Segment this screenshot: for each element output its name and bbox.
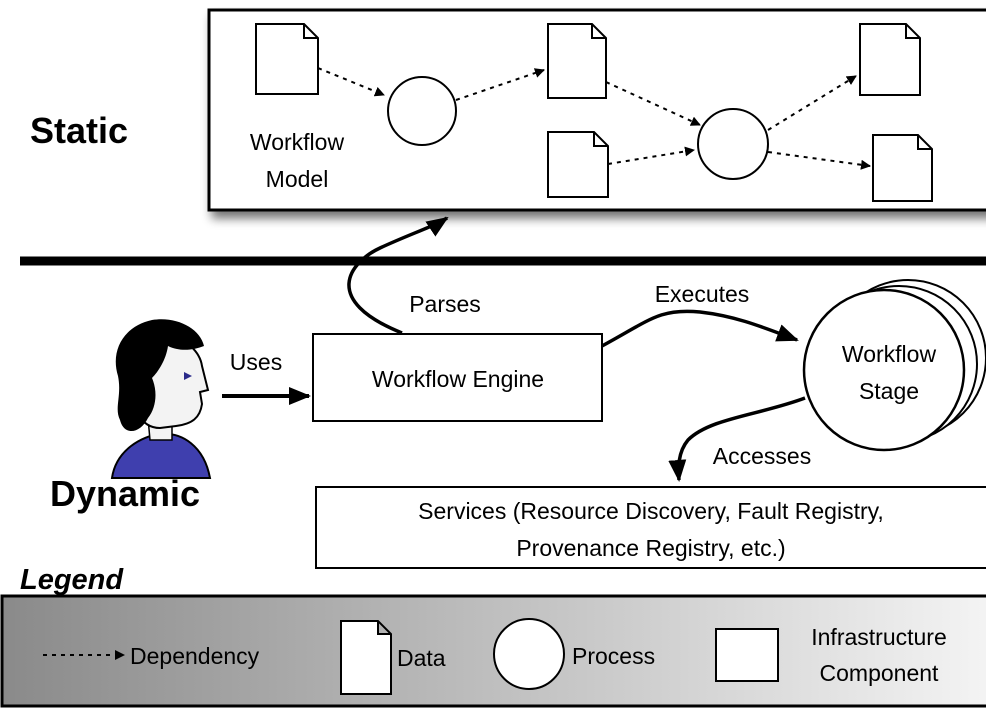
legend-dependency-label: Dependency (130, 643, 260, 669)
services-label-line2: Provenance Registry, etc.) (516, 535, 785, 561)
workflow-model-label-line2: Model (266, 166, 329, 192)
dynamic-section-label: Dynamic (50, 473, 200, 514)
legend-panel: Dependency Data Process Infrastructure C… (0, 594, 986, 708)
legend-infrastructure-label-line2: Component (820, 660, 940, 686)
legend-process-icon (493, 618, 565, 690)
workflow-model-label-line1: Workflow (250, 129, 345, 155)
dependency-arrow (317, 67, 385, 97)
data-document-icon (255, 23, 319, 95)
services-box (315, 486, 986, 569)
data-document-icon (872, 134, 933, 202)
legend-data-label: Data (397, 645, 446, 671)
data-document-icon (547, 23, 607, 99)
dependency-arrow (607, 146, 695, 165)
process-circle-icon (387, 76, 457, 146)
parses-arrow (347, 216, 449, 335)
legend-infrastructure-label-line1: Infrastructure (811, 624, 947, 650)
executes-arrow (601, 309, 799, 348)
legend-title: Legend (20, 564, 124, 596)
user-person-icon (110, 319, 212, 479)
workflow-stage-label-line1: Workflow (842, 341, 937, 367)
parses-label: Parses (409, 291, 481, 317)
static-section-label: Static (30, 110, 128, 151)
workflow-stage-circle (802, 288, 966, 452)
legend-infrastructure-icon (715, 628, 779, 682)
accesses-arrow (668, 396, 806, 482)
workflow-stage-label-line2: Stage (859, 378, 919, 404)
workflow-engine-label: Workflow Engine (372, 366, 544, 392)
uses-label: Uses (230, 349, 282, 375)
executes-label: Executes (655, 281, 750, 307)
legend-process-label: Process (572, 643, 655, 669)
dependency-arrow (455, 68, 545, 101)
accesses-label: Accesses (713, 443, 811, 469)
workflow-model-panel: Workflow Model (207, 8, 986, 212)
workflow-engine-box (312, 333, 603, 422)
services-label-line1: Services (Resource Discovery, Fault Regi… (418, 498, 884, 524)
process-circle-icon (697, 108, 769, 180)
data-document-icon (859, 23, 921, 96)
data-document-icon (547, 131, 609, 198)
dynamic-section: Parses Workflow Engine Executes Workflow… (50, 216, 986, 569)
legend-data-icon (340, 620, 392, 695)
